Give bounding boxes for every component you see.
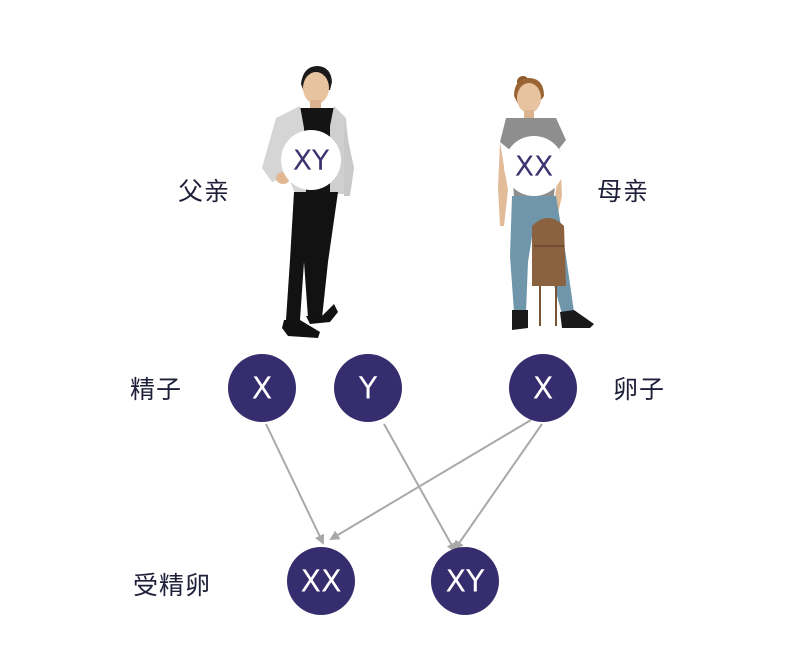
arrow-egg-x-to-xx (329, 419, 532, 541)
zygote-xy-text: XY (446, 565, 486, 600)
arrow-sperm-x-to-xx (265, 423, 325, 545)
sperm-x-text: X (252, 372, 273, 407)
egg-x-circle (509, 354, 577, 422)
father-figure-icon (262, 66, 354, 338)
sperm-y-circle (334, 354, 402, 422)
arrow-egg-x-to-xy (453, 423, 543, 551)
sperm-y-text: Y (358, 372, 378, 407)
mother-label: 母亲 (597, 177, 650, 206)
zygote-label: 受精卵 (133, 571, 212, 600)
egg-label: 卵子 (613, 375, 666, 404)
father-label: 父亲 (178, 177, 231, 206)
sperm-x-circle (228, 354, 296, 422)
mother-figure-icon (498, 76, 594, 330)
mother-chromosome-badge (504, 136, 564, 196)
father-chromosome-badge (281, 130, 341, 190)
sperm-label: 精子 (130, 375, 183, 404)
mother-chromosome-text: XX (515, 150, 553, 183)
father-chromosome-text: XY (293, 144, 330, 177)
zygote-xx-circle (287, 547, 355, 615)
zygote-xx-text: XX (300, 565, 341, 600)
egg-x-text: X (533, 372, 554, 407)
zygote-xy-circle (431, 547, 499, 615)
